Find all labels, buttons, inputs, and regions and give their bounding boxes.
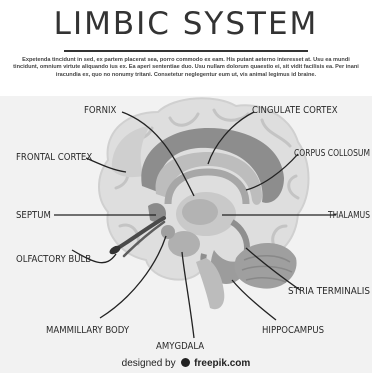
label-olfactory-bulb: OLFACTORY BULB	[16, 254, 91, 265]
footer-prefix: designed by	[122, 358, 176, 369]
label-hippocampus: HIPPOCAMPUS	[262, 325, 324, 336]
footer-credit: designed by freepik.com	[0, 358, 372, 369]
label-amygdala: AMYGDALA	[156, 341, 204, 352]
label-corpus-collosum: CORPUS COLLOSUM	[294, 148, 370, 159]
mammillary-body-shape	[161, 225, 175, 239]
footer-brand[interactable]: freepik.com	[194, 358, 250, 369]
label-cingulate-cortex: CINGULATE CORTEX	[252, 105, 338, 116]
label-mammillary-body: MAMMILLARY BODY	[46, 325, 130, 336]
label-fornix: FORNIX	[84, 105, 116, 116]
label-frontal-cortex: FRONTAL CORTEX	[16, 152, 92, 163]
freepik-logo-icon	[181, 358, 190, 367]
label-thalamus: THALAMUS	[327, 210, 370, 221]
label-septum: SEPTUM	[16, 210, 51, 221]
label-stria-terminalis: STRIA TERMINALIS	[288, 286, 370, 297]
thalamus-core	[182, 199, 218, 225]
